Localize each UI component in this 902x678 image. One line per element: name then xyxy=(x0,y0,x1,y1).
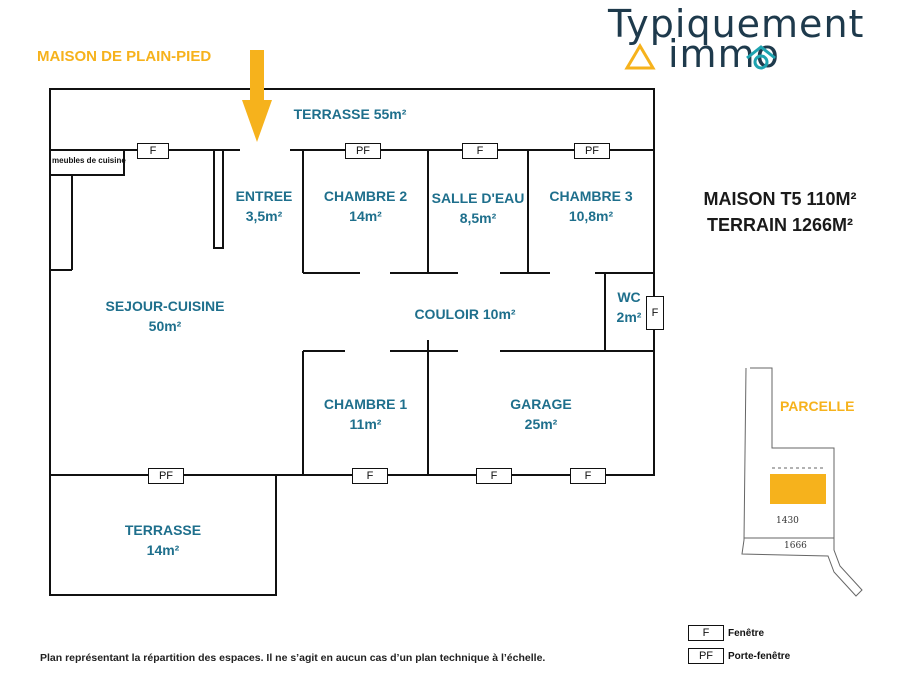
chambre2-area: 14m² xyxy=(349,208,382,224)
entree-area: 3,5m² xyxy=(245,208,283,224)
chambre3-name: CHAMBRE 3 xyxy=(549,188,633,204)
french-window-tag: PF xyxy=(345,143,381,159)
parcel-number-1666: 1666 xyxy=(784,541,807,551)
chambre3-label: CHAMBRE 3 10,8m² xyxy=(528,186,654,226)
chambre1-name: CHAMBRE 1 xyxy=(323,396,408,412)
entree-label: ENTREE 3,5m² xyxy=(224,186,304,226)
page-title: MAISON DE PLAIN-PIED xyxy=(37,48,212,65)
french-window-tag: PF xyxy=(148,468,184,484)
terrace-bottom-label: TERRASSE 14m² xyxy=(50,520,276,560)
parcel-title: PARCELLE xyxy=(780,398,855,414)
parcel-house xyxy=(770,474,826,504)
sejour-area: 50m² xyxy=(148,318,182,334)
french-window-tag: PF xyxy=(574,143,610,159)
wc-label: WC 2m² xyxy=(605,287,653,327)
logo-line1: Typiquement xyxy=(608,2,865,46)
window-tag: F xyxy=(646,296,664,330)
entree-name: ENTREE xyxy=(235,188,293,204)
chambre2-name: CHAMBRE 2 xyxy=(323,188,408,204)
terrace-bottom-name: TERRASSE xyxy=(124,522,202,538)
garage-area: 25m² xyxy=(524,416,558,432)
chambre1-label: CHAMBRE 1 11m² xyxy=(303,394,428,434)
window-tag: F xyxy=(352,468,388,484)
couloir-label: COULOIR 10m² xyxy=(414,306,516,322)
salle-eau-label: SALLE D'EAU 8,5m² xyxy=(428,188,528,228)
window-tag: F xyxy=(570,468,606,484)
parcel-map xyxy=(741,367,863,597)
summary-house: MAISON T5 110M² xyxy=(703,189,857,209)
salle-eau-name: SALLE D'EAU xyxy=(431,190,525,206)
sejour-label: SEJOUR-CUISINE 50m² xyxy=(90,296,240,336)
summary: MAISON T5 110M² TERRAIN 1266M² xyxy=(680,186,880,238)
legend-window-label: Fenêtre xyxy=(728,628,765,639)
chambre1-area: 11m² xyxy=(349,416,382,432)
window-tag: F xyxy=(462,143,498,159)
legend-window-tag: F xyxy=(688,625,724,641)
disclaimer-note: Plan représentant la répartition des esp… xyxy=(40,652,546,664)
terrace-bottom-area: 14m² xyxy=(146,542,180,558)
entry-arrow-icon xyxy=(242,100,272,142)
logo-house-icon xyxy=(746,45,776,70)
legend-french-window-tag: PF xyxy=(688,648,724,664)
terrace-top-label: TERRASSE 55m² xyxy=(293,106,407,122)
kitchen-furniture-label: meubles de cuisine xyxy=(52,156,126,165)
wc-name: WC xyxy=(617,289,641,305)
window-tag: F xyxy=(476,468,512,484)
parcel-number-1430: 1430 xyxy=(776,516,799,526)
garage-label: GARAGE 25m² xyxy=(428,394,654,434)
garage-name: GARAGE xyxy=(510,396,572,412)
salle-eau-area: 8,5m² xyxy=(459,210,497,226)
entry-arrow-shaft xyxy=(250,50,264,100)
logo-triangle-icon xyxy=(624,43,656,70)
summary-land: TERRAIN 1266M² xyxy=(706,215,854,235)
chambre3-area: 10,8m² xyxy=(568,208,614,224)
sejour-name: SEJOUR-CUISINE xyxy=(105,298,225,314)
wc-area: 2m² xyxy=(616,309,642,325)
chambre2-label: CHAMBRE 2 14m² xyxy=(303,186,428,226)
window-tag: F xyxy=(137,143,169,159)
legend-french-window-label: Porte-fenêtre xyxy=(728,651,791,662)
logo: Typiquement immo xyxy=(608,2,898,77)
